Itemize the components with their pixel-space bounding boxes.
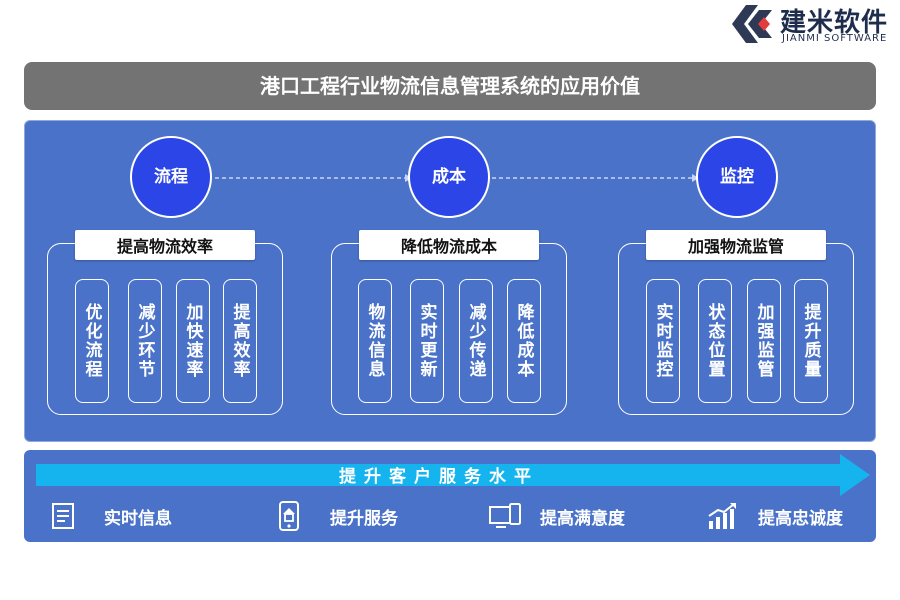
circle-process: 流程 [130, 136, 212, 218]
feature-label: 提高忠诚度 [758, 508, 843, 529]
pill-item: 提升质量 [794, 279, 828, 403]
feature-label: 提高满意度 [540, 508, 625, 529]
pill-item: 加强监管 [747, 279, 781, 403]
growth-chart-icon [708, 503, 736, 529]
banner-text: 提升客户服务水平 [339, 467, 539, 487]
feature-label: 提升服务 [330, 508, 398, 529]
feature-improve-service: 提升服务 [274, 500, 398, 532]
pill-item: 物流信息 [358, 279, 392, 403]
devices-icon [489, 503, 521, 528]
group-label: 提高物流效率 [75, 230, 255, 260]
mobile-service-icon [279, 501, 299, 531]
logo-name: 建米软件 [780, 8, 889, 38]
arrow-banner [36, 454, 870, 496]
pill-item: 优化流程 [75, 279, 109, 403]
service-panel: 提升客户服务水平 实时信息 提升服务 提高满意度 [24, 450, 876, 542]
circle-monitor: 监控 [696, 136, 778, 218]
feature-label: 实时信息 [104, 508, 172, 529]
pill-item: 降低成本 [507, 279, 541, 403]
value-panel: 流程 成本 监控 提高物流效率 优化流程 减少环节 加快速率 提高效率 降低物流… [24, 120, 876, 442]
pill-item: 加快速率 [176, 279, 210, 403]
pill-item: 状态位置 [698, 279, 732, 403]
document-icon [52, 503, 74, 529]
feature-satisfaction: 提高满意度 [488, 500, 625, 532]
feature-realtime-info: 实时信息 [48, 500, 172, 532]
pill-item: 减少传递 [459, 279, 493, 403]
jianmi-logo-icon [732, 5, 772, 43]
page-title: 港口工程行业物流信息管理系统的应用价值 [24, 62, 876, 110]
pill-item: 实时更新 [410, 279, 444, 403]
group-cost: 降低物流成本 物流信息 实时更新 减少传递 降低成本 [331, 230, 567, 415]
pill-item: 提高效率 [223, 279, 257, 403]
group-label: 加强物流监管 [646, 230, 826, 260]
group-efficiency: 提高物流效率 优化流程 减少环节 加快速率 提高效率 [47, 230, 283, 415]
feature-loyalty: 提高忠诚度 [706, 500, 843, 532]
pill-item: 实时监控 [646, 279, 680, 403]
pill-item: 减少环节 [128, 279, 162, 403]
group-label: 降低物流成本 [359, 230, 539, 260]
logo-subtitle: JIANMI SOFTWARE [782, 33, 888, 44]
jianmi-logo: 建米软件 JIANMI SOFTWARE [728, 2, 898, 46]
group-monitor: 加强物流监管 实时监控 状态位置 加强监管 提升质量 [618, 230, 854, 415]
circle-cost: 成本 [408, 136, 490, 218]
